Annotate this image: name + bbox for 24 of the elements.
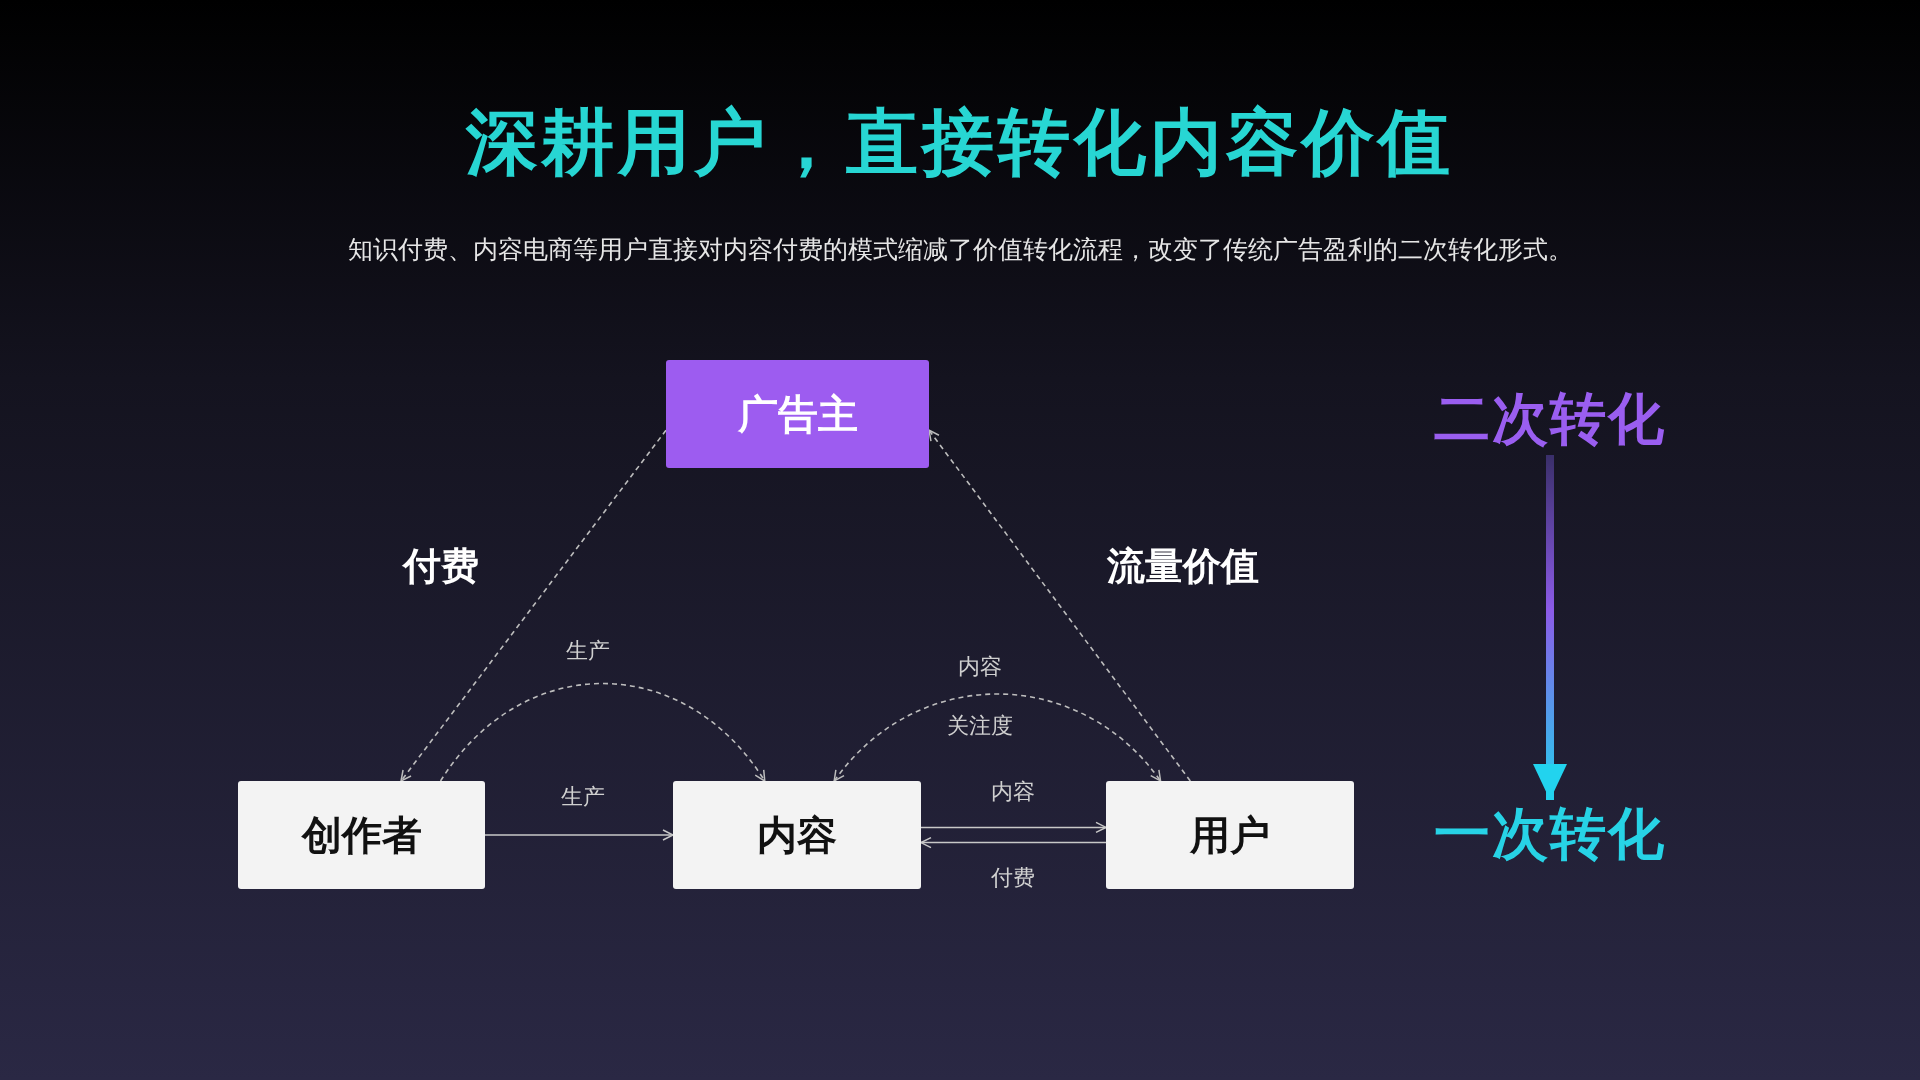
role-box: 内容 [673, 781, 921, 889]
edge-label: 生产 [566, 637, 610, 665]
curved-arrow [439, 682, 766, 782]
edge-label: 内容 [991, 778, 1035, 806]
role-box: 创作者 [238, 781, 485, 889]
edge-label: 流量价值 [1107, 542, 1259, 590]
subtitle: 知识付费、内容电商等用户直接对内容付费的模式缩减了价值转化流程，改变了传统广告盈利的二次转化形式。 [346, 234, 1574, 266]
arrow [484, 829, 674, 841]
role-box: 广告主 [666, 360, 929, 468]
edge-label: 内容 [958, 653, 1002, 681]
role-box: 用户 [1106, 781, 1354, 889]
stage-label: 一次转化 [1420, 800, 1680, 870]
title: 深耕用户，直接转化内容价值 [464, 99, 1455, 186]
edge-label: 付费 [403, 542, 479, 590]
curved-arrow [833, 693, 1162, 782]
flow-note: 关注度 [946, 712, 1014, 740]
edge-label: 付费 [991, 864, 1035, 892]
arrow [1533, 455, 1567, 800]
arrow [920, 836, 1107, 849]
edge-label: 生产 [561, 783, 605, 811]
arrow [920, 821, 1107, 834]
arrow [400, 429, 667, 782]
stage-label: 二次转化 [1420, 385, 1680, 455]
arrow [928, 429, 1192, 782]
